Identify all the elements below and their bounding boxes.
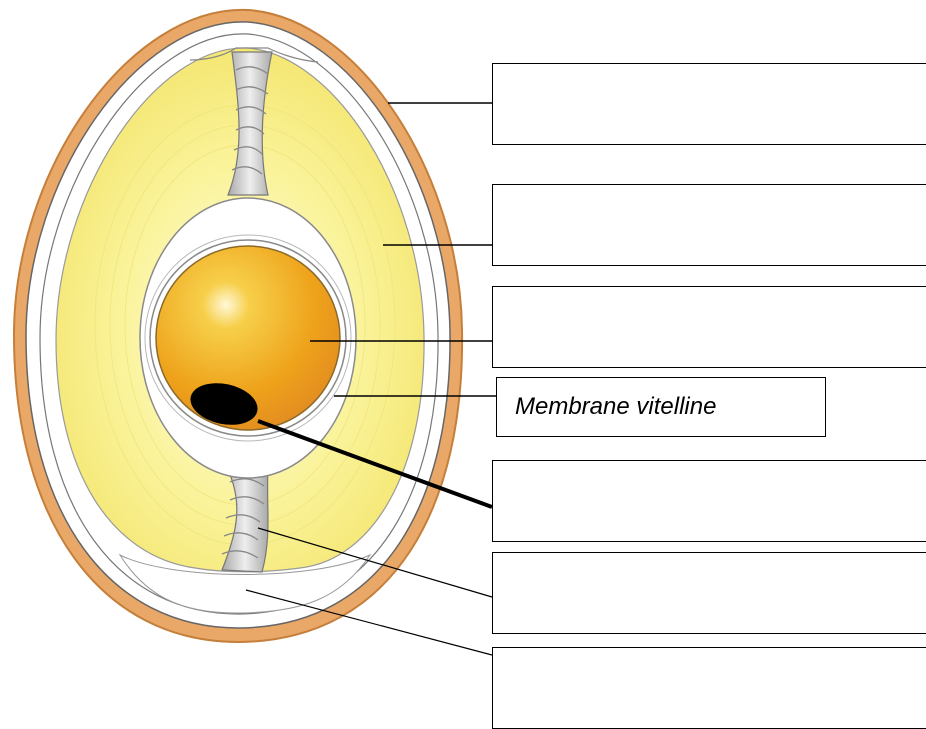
label-box-vitelline-membrane[interactable]: Membrane vitelline xyxy=(496,377,826,437)
label-box-chalaza[interactable] xyxy=(492,552,926,634)
label-box-air-cell[interactable] xyxy=(492,647,926,729)
label-box-yolk[interactable] xyxy=(492,286,926,368)
label-text-vitelline-membrane: Membrane vitelline xyxy=(515,393,716,421)
label-box-shell[interactable] xyxy=(492,63,926,145)
label-box-germinal-disc[interactable] xyxy=(492,460,926,542)
label-box-albumen[interactable] xyxy=(492,184,926,266)
